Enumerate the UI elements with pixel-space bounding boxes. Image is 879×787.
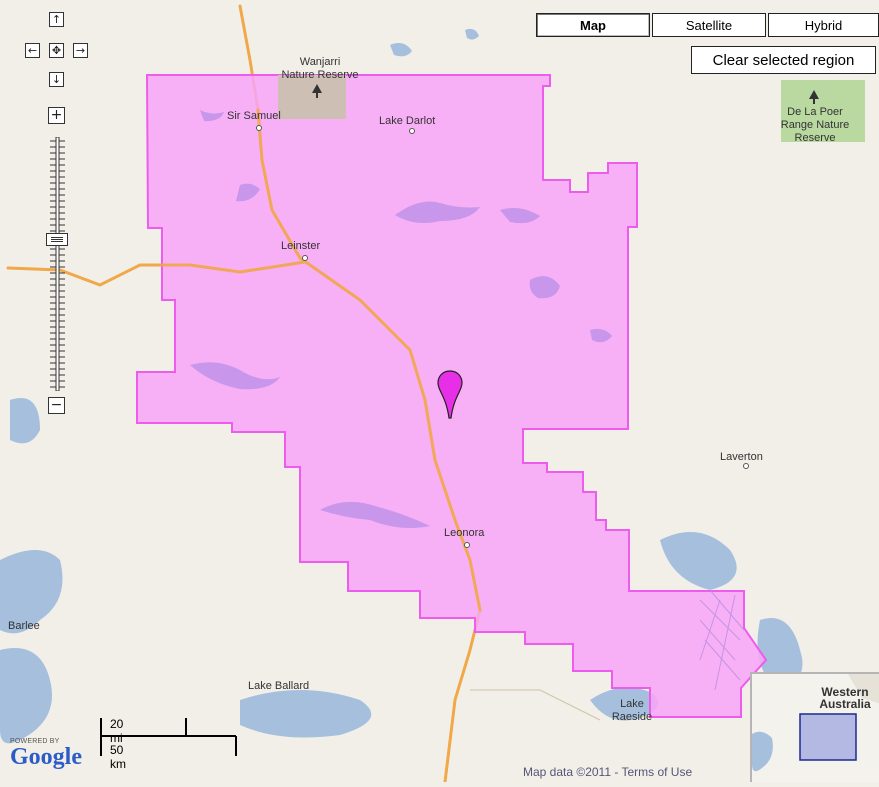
place-label-line: Lake [620, 698, 644, 710]
pan-up-icon[interactable]: ↑ [49, 12, 64, 27]
place-label-line: Raeside [611, 711, 653, 723]
copyright: Map data ©2011 - Terms of Use [523, 765, 692, 779]
map-marker-icon[interactable] [436, 370, 464, 420]
place-label-leonora: Leonora [444, 527, 485, 539]
overview-viewport[interactable] [799, 713, 857, 761]
scale-km-label: 50 km [110, 743, 126, 771]
pan-center-icon[interactable]: ✥ [49, 43, 64, 58]
place-label-line: Range Nature [780, 119, 850, 131]
place-label-laverton: Laverton [720, 451, 763, 463]
terms-link[interactable]: Terms of Use [621, 765, 693, 779]
google-wordmark: Google [10, 744, 82, 770]
map-type-map-button[interactable]: Map [536, 13, 650, 37]
overview-tiles [752, 674, 879, 782]
map-data-text: Map data ©2011 [523, 765, 612, 779]
place-label-line: Nature Reserve [281, 69, 359, 81]
clear-region-button[interactable]: Clear selected region [691, 46, 876, 74]
overview-label-line: Australia [819, 697, 871, 711]
town-markers [256, 125, 749, 548]
place-label-sir-samuel: Sir Samuel [227, 110, 281, 122]
zoom-slider-track[interactable] [48, 137, 67, 391]
place-label-leinster: Leinster [281, 240, 321, 252]
place-label-line: Wanjarri [299, 56, 341, 68]
place-label-barlee: Barlee [8, 620, 40, 632]
powered-by-label: POWERED BY [10, 738, 60, 745]
park-area [278, 75, 346, 119]
tree-icon [809, 90, 819, 104]
place-label-lake-darlot: Lake Darlot [379, 115, 436, 127]
overview-map[interactable]: Western Australia [750, 672, 879, 782]
copyright-separator: - [611, 765, 622, 779]
pan-down-icon[interactable]: ↓ [49, 72, 64, 87]
place-label-lake-raeside: Lake Raeside [606, 698, 658, 724]
tree-icon [312, 84, 322, 98]
reserve-area [781, 80, 865, 142]
scale-miles-label: 20 mi [110, 717, 124, 745]
zoom-in-icon[interactable]: + [48, 107, 65, 124]
pan-right-icon[interactable]: → [73, 43, 88, 58]
place-label-line: Reserve [794, 132, 836, 144]
place-label-lake-ballard: Lake Ballard [248, 680, 310, 692]
zoom-out-icon[interactable]: − [48, 397, 65, 414]
pan-left-icon[interactable]: ← [25, 43, 40, 58]
place-label-wanjarri: Wanjarri Nature Reserve [272, 56, 368, 82]
overview-label-line: Western [821, 685, 869, 699]
place-label-de-la-poer: De La Poer Range Nature Reserve [766, 106, 864, 145]
google-logo[interactable]: POWERED BY Google [10, 738, 82, 770]
map-type-hybrid-button[interactable]: Hybrid [768, 13, 879, 37]
scale-lines [100, 718, 237, 756]
place-label-line: De La Poer [787, 106, 843, 118]
zoom-slider-handle[interactable] [46, 232, 68, 246]
overview-label: Western Australia [812, 686, 878, 710]
map-type-satellite-button[interactable]: Satellite [652, 13, 766, 37]
